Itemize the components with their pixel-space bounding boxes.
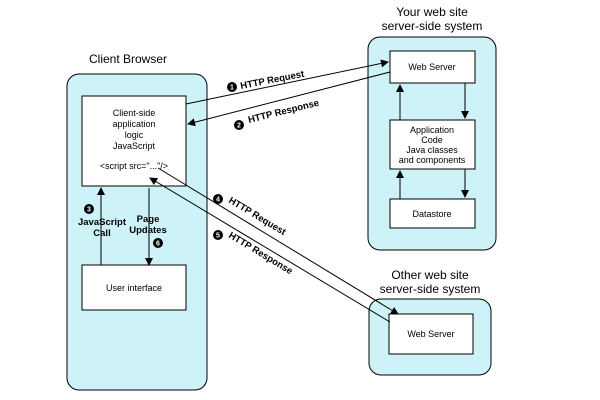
server1-web-server-box (389, 50, 476, 84)
client-browser-title: Client Browser (89, 52, 167, 66)
client-logic-line-2: application (112, 119, 155, 129)
client-logic-box (81, 95, 187, 187)
page-updates-label-line-2: Updates (129, 225, 166, 236)
application-code-box (389, 119, 476, 170)
http-request-4-arrow (157, 167, 399, 315)
server2-web-server-box (388, 313, 474, 355)
app-line-4: and components (399, 155, 466, 165)
user-interface-box (81, 264, 187, 311)
datastore-label: Datastore (412, 209, 451, 219)
app-line-2: Code (421, 135, 443, 145)
javascript-call-label-line-2: Call (93, 228, 110, 239)
step-4-number: 4 (216, 197, 220, 204)
user-interface-label: User interface (106, 283, 162, 293)
server2-title-line-2: server-side system (380, 282, 481, 296)
step-5-number: 5 (216, 233, 220, 240)
http-response-5-arrow (149, 177, 391, 323)
http-response-5-label: HTTP Response (226, 230, 294, 277)
script-tag-label: <script src="..."/> (100, 161, 168, 171)
server2-web-server-label: Web Server (407, 329, 454, 339)
server2-title-line-1: Other web site (391, 268, 469, 282)
step-6-badge (153, 238, 163, 248)
client-logic-line-1: Client-side (113, 108, 156, 118)
step-5-badge (213, 230, 223, 240)
http-request-1-arrow (185, 59, 389, 105)
step-3-number: 3 (87, 207, 91, 214)
step-2-badge (234, 120, 244, 130)
datastore-box (389, 198, 476, 229)
app-line-1: Application (410, 125, 454, 135)
server1-title-line-1: Your web site (396, 5, 468, 19)
page-updates-label-line-1: Page (137, 214, 160, 225)
http-response-2-arrow (187, 71, 391, 127)
step-6-number: 6 (156, 241, 160, 248)
server1-web-server-label: Web Server (408, 62, 455, 72)
step-2-number: 2 (237, 123, 241, 130)
http-request-1-label: HTTP Request (239, 69, 305, 92)
client-logic-line-3: logic (125, 130, 144, 140)
http-response-2-label: HTTP Response (247, 98, 320, 126)
client-logic-line-4: JavaScript (113, 141, 156, 151)
step-3-badge (84, 204, 94, 214)
step-1-badge (227, 82, 237, 92)
step-1-number: 1 (230, 85, 234, 92)
app-line-3: Java classes (406, 145, 458, 155)
server1-title-line-2: server-side system (382, 19, 483, 33)
javascript-call-label-line-1: JavaScript (78, 217, 127, 228)
step-4-badge (213, 194, 223, 204)
